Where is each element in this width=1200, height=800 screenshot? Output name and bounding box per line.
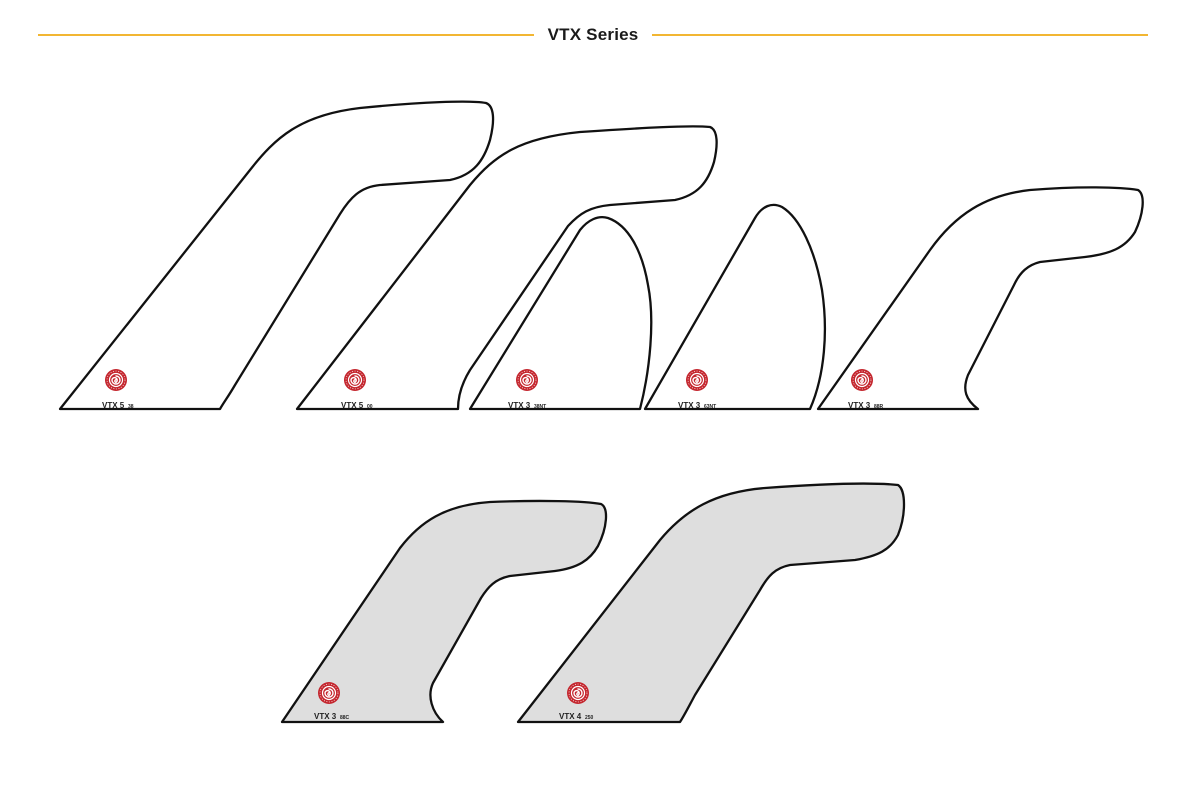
fin-name: VTX 5 bbox=[341, 401, 364, 410]
fin-name: VTX 3 bbox=[848, 401, 871, 410]
svg-text:VTX 3 88C: VTX 3 88C bbox=[314, 712, 350, 721]
svg-text:VTX 3 63NT: VTX 3 63NT bbox=[678, 401, 716, 410]
header-rule-left bbox=[38, 34, 534, 36]
spiral-logo-icon bbox=[343, 368, 367, 392]
svg-text:VTX 3 88R: VTX 3 88R bbox=[848, 401, 884, 410]
svg-text:VTX 4 250: VTX 4 250 bbox=[559, 712, 594, 721]
fin-sub: 250 bbox=[585, 715, 594, 721]
spiral-logo-icon bbox=[317, 681, 341, 705]
fin-label-vtx-3-63nt: VTX 3 63NT bbox=[678, 368, 716, 410]
fin-sub: 88C bbox=[340, 715, 350, 721]
fin-sub: 38NT bbox=[534, 404, 546, 410]
section-title: VTX Series bbox=[547, 25, 639, 44]
fin-sub: 63NT bbox=[704, 404, 716, 410]
fin-vtx-3-88r: VTX 3 88R bbox=[816, 186, 1144, 411]
spiral-logo-icon bbox=[104, 368, 128, 392]
fin-name: VTX 4 bbox=[559, 712, 582, 721]
spiral-logo-icon bbox=[685, 368, 709, 392]
fin-vtx-5-00: VTX 5 00 bbox=[295, 125, 718, 411]
svg-text:VTX 3 38NT: VTX 3 38NT bbox=[508, 401, 546, 410]
fin-vtx-3-63nt: VTX 3 63NT bbox=[643, 203, 827, 411]
fin-vtx-5-38: VTX 5 38 bbox=[58, 100, 495, 411]
fin-label-vtx-3-88c: VTX 3 88C bbox=[314, 681, 350, 721]
fin-label-vtx-4-250: VTX 4 250 bbox=[559, 681, 594, 721]
svg-text:VTX 5 00: VTX 5 00 bbox=[341, 401, 373, 410]
fin-label-vtx-5-00: VTX 5 00 bbox=[341, 368, 373, 410]
fin-label-vtx-5-38: VTX 5 38 bbox=[102, 368, 134, 410]
fin-vtx-3-88c: VTX 3 88C bbox=[280, 499, 608, 724]
fin-sub: 38 bbox=[128, 404, 134, 410]
fin-name: VTX 3 bbox=[508, 401, 531, 410]
spiral-logo-icon bbox=[566, 681, 590, 705]
fin-vtx-4-250: VTX 4 250 bbox=[516, 482, 906, 724]
fin-label-vtx-3-88r: VTX 3 88R bbox=[848, 368, 884, 410]
header-rule-right bbox=[652, 34, 1149, 36]
fin-vtx-3-38nt: VTX 3 38NT bbox=[468, 216, 653, 411]
fin-label-vtx-3-38nt: VTX 3 38NT bbox=[508, 368, 546, 410]
fin-name: VTX 3 bbox=[314, 712, 337, 721]
section-header: VTX Series bbox=[38, 20, 1149, 50]
spiral-logo-icon bbox=[850, 368, 874, 392]
spiral-logo-icon bbox=[515, 368, 539, 392]
fin-name: VTX 3 bbox=[678, 401, 701, 410]
fin-sub: 00 bbox=[367, 404, 373, 410]
svg-text:VTX 5 38: VTX 5 38 bbox=[102, 401, 134, 410]
fin-name: VTX 5 bbox=[102, 401, 125, 410]
fin-sub: 88R bbox=[874, 404, 884, 410]
